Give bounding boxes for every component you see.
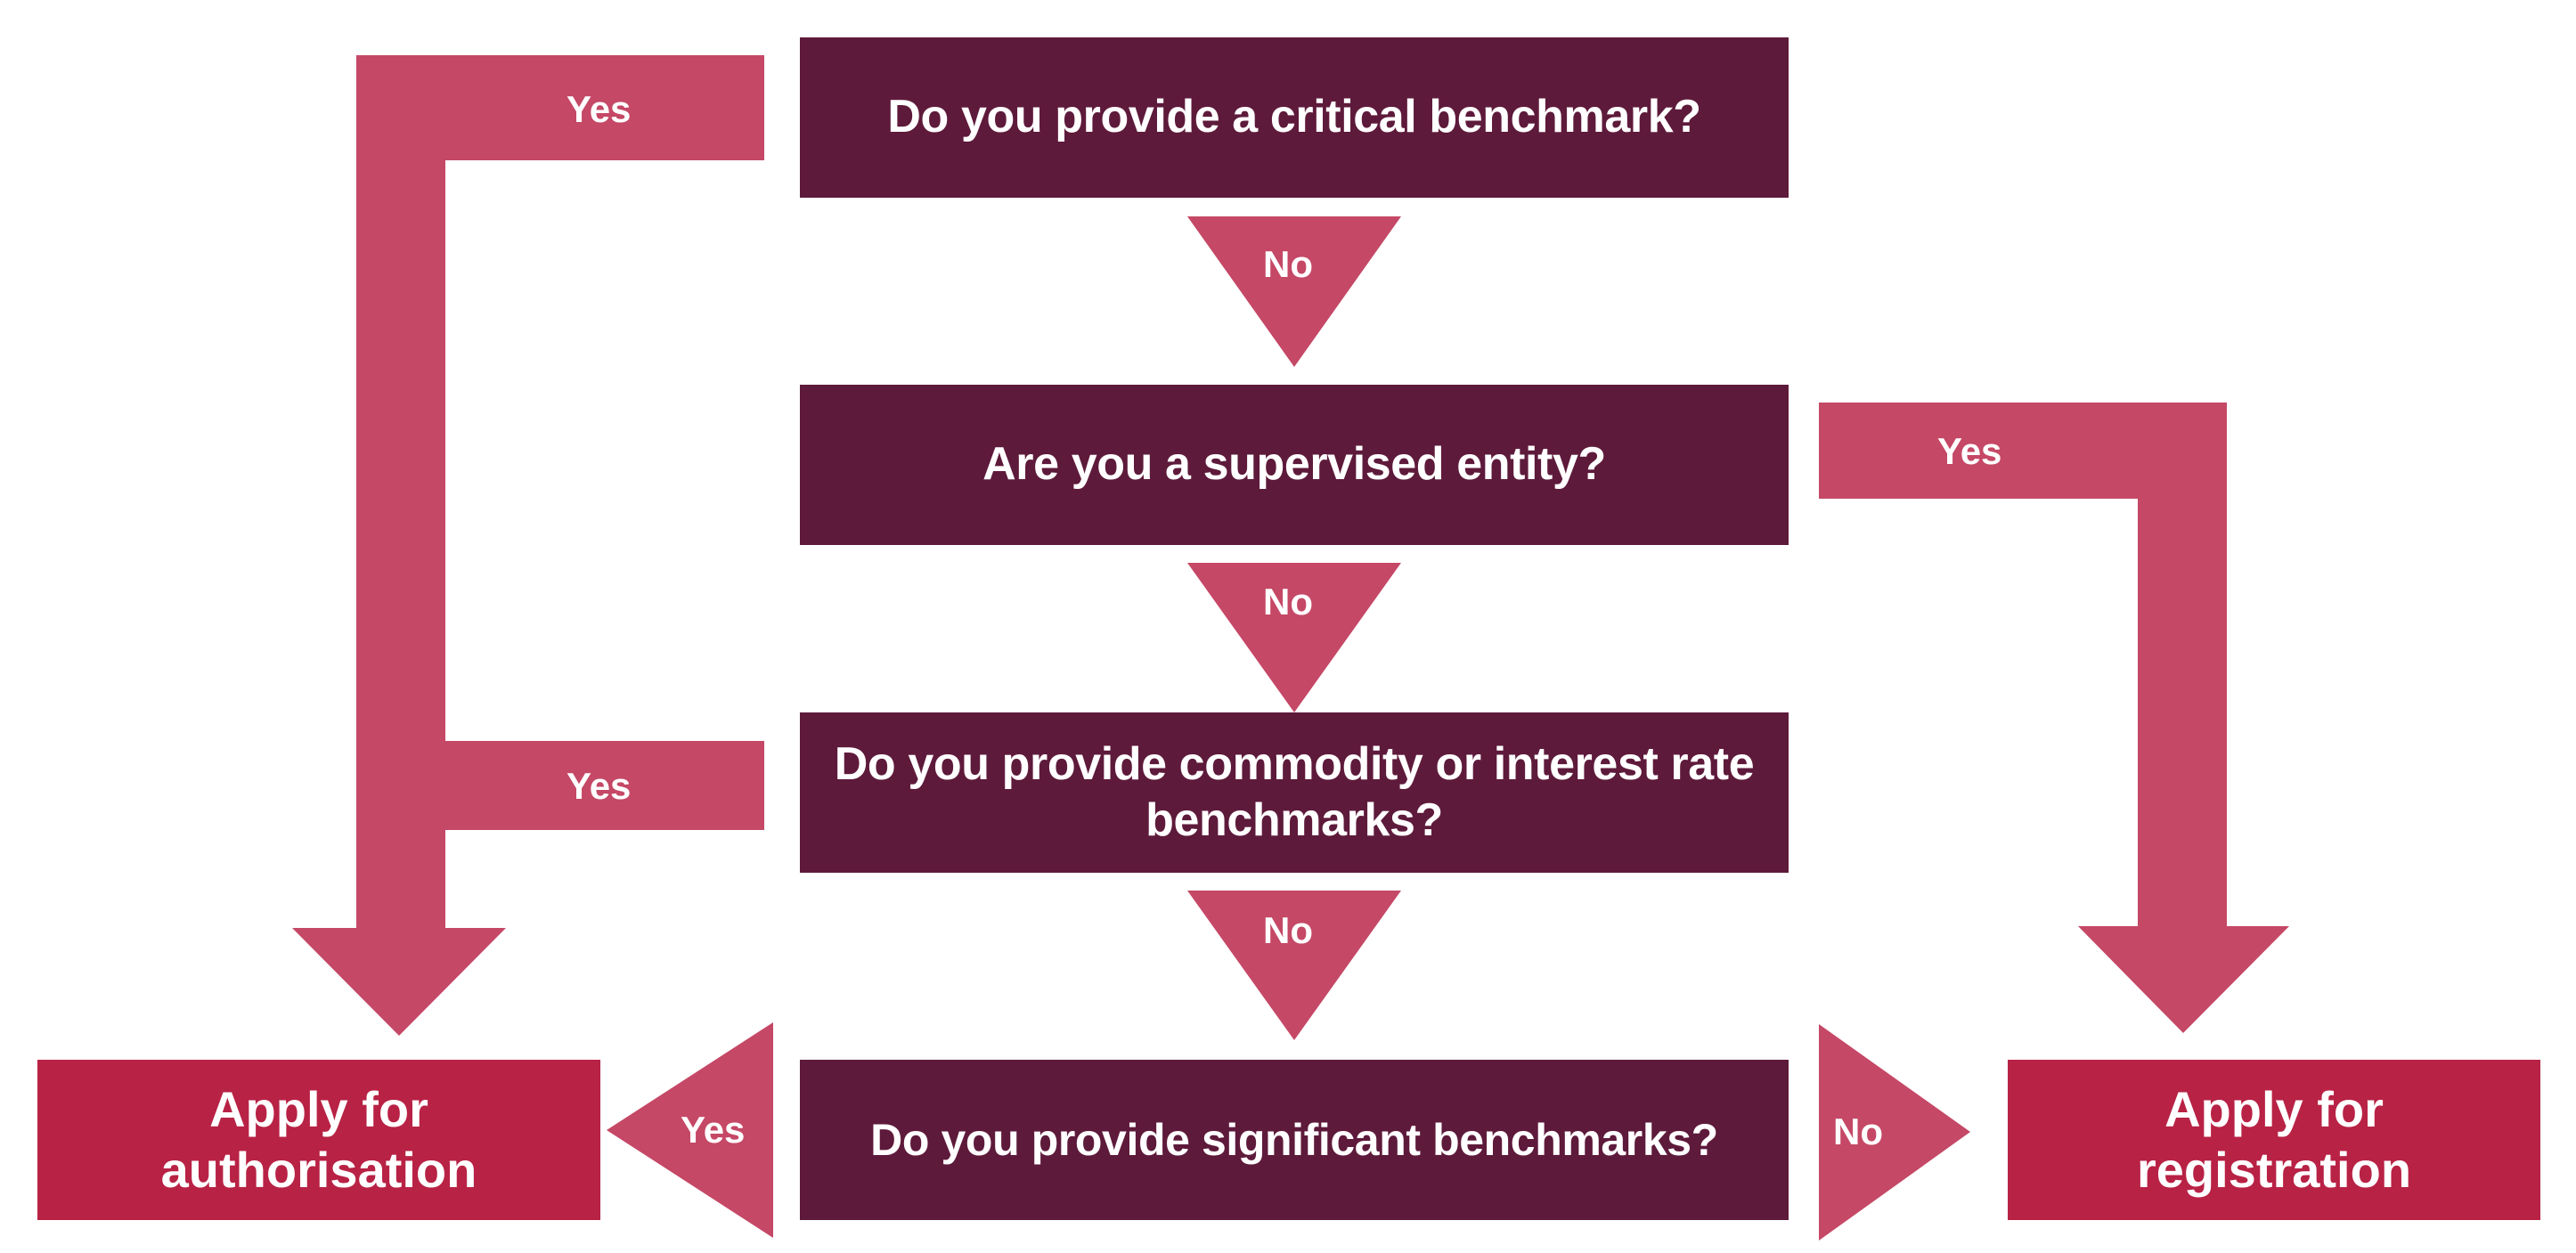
outcome-line-1: Apply for: [209, 1080, 428, 1137]
q4-yes-triangle: [607, 1022, 773, 1238]
q1-no-triangle: [1187, 216, 1401, 367]
outcome-label: Apply for registration: [2137, 1079, 2411, 1201]
left-yes-arrow-path: [292, 55, 764, 1036]
outcome-box-authorisation[interactable]: Apply for authorisation: [37, 1060, 600, 1220]
outcome-line-2: authorisation: [160, 1142, 477, 1198]
q4-no-triangle: [1819, 1024, 1970, 1241]
question-box-critical-benchmark[interactable]: Do you provide a critical benchmark?: [800, 37, 1789, 198]
q3-no-triangle: [1187, 891, 1401, 1040]
question-label: Do you provide a critical benchmark?: [887, 91, 1701, 143]
question-label: Do you provide commodity or interest rat…: [834, 737, 1755, 846]
outcome-label: Apply for authorisation: [161, 1079, 477, 1201]
question-box-commodity-interest-rate[interactable]: Do you provide commodity or interest rat…: [800, 712, 1789, 873]
q2-no-triangle: [1187, 563, 1401, 712]
question-label: Do you provide significant benchmarks?: [870, 1114, 1718, 1165]
question-box-supervised-entity[interactable]: Are you a supervised entity?: [800, 385, 1789, 545]
question-label: Are you a supervised entity?: [982, 438, 1606, 491]
outcome-line-1: Apply for: [2164, 1080, 2384, 1137]
right-yes-arrow-path: [1819, 403, 2289, 1033]
question-box-significant-benchmarks[interactable]: Do you provide significant benchmarks?: [800, 1060, 1789, 1220]
outcome-line-2: registration: [2136, 1142, 2412, 1198]
outcome-box-registration[interactable]: Apply for registration: [2008, 1060, 2540, 1220]
